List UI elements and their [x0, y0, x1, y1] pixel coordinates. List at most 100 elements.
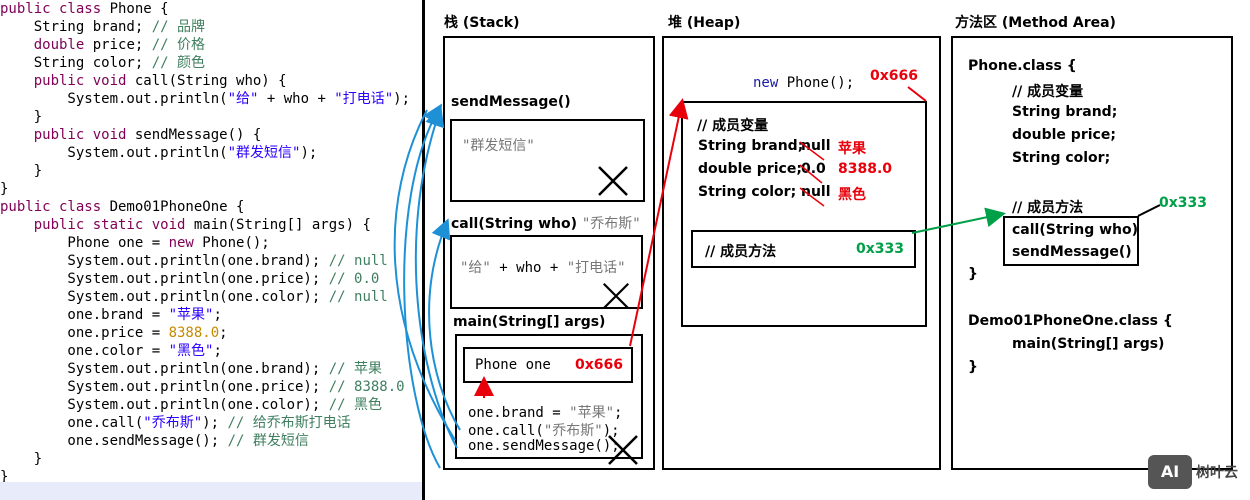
code-line: System.out.println(one.price); // 8388.0 [0, 378, 405, 396]
code-token: Phone { [109, 1, 169, 17]
popped-cross-icon [598, 166, 628, 196]
code-token: } [0, 163, 43, 179]
code-token: double [33, 37, 85, 53]
code-line: public static void main(String[] args) { [0, 216, 371, 234]
code-token [0, 127, 34, 143]
call-frame: "给" + who + "打电话" [450, 235, 643, 310]
code-token: // null [328, 289, 388, 305]
ma-field-brand: String brand; [1012, 104, 1118, 120]
phone-one-variable: Phone one 0x666 [463, 347, 633, 383]
code-token: // 8388.0 [328, 379, 405, 395]
code-line: System.out.println(one.brand); // 苹果 [0, 360, 382, 378]
code-token: System.out.println(one.price); [0, 271, 329, 287]
phone-object: // 成员变量 String brand; null 苹果 double pri… [681, 101, 927, 327]
heap-methods-address: 0x333 [856, 241, 904, 257]
code-token: public void [33, 127, 127, 143]
code-line: } [0, 180, 8, 198]
code-token: System.out.println(one.brand); [0, 361, 329, 377]
send-frame-label: sendMessage() [451, 94, 571, 110]
main-frame-label: main(String[] args) [453, 314, 606, 330]
heap-fields-comment: // 成员变量 [697, 118, 769, 134]
heap-field-brand-old: null [801, 138, 831, 154]
code-token: System.out.println( [0, 91, 228, 107]
call-frame-label: call(String who) "乔布斯" [451, 216, 641, 232]
code-token: // 品牌 [151, 19, 206, 35]
code-line: String brand; // 品牌 [0, 18, 205, 36]
code-token: price; [84, 37, 152, 53]
code-token: // 0.0 [328, 271, 380, 287]
ma-methods-address: 0x333 [1159, 195, 1207, 211]
popped-cross-icon [602, 282, 630, 310]
phone-class-label: Phone.class { [968, 58, 1077, 74]
code-token: // 价格 [151, 37, 206, 53]
method-area [951, 36, 1233, 470]
demo-main-method: main(String[] args) [1012, 336, 1165, 352]
code-token [0, 73, 34, 89]
heap-field-color-new: 黑色 [838, 187, 866, 203]
code-token: // 给乔布斯打电话 [227, 415, 351, 431]
demo-class-close: } [968, 359, 978, 375]
code-token: public void [33, 73, 127, 89]
phone-class-close: } [968, 266, 978, 282]
code-line: } [0, 450, 42, 468]
heap-field-price-old: 0.0 [801, 161, 826, 177]
code-token: String brand; [0, 19, 152, 35]
code-token: ); [393, 91, 411, 107]
heap-methods-comment: // 成员方法 [705, 244, 777, 260]
main-line-call: one.call("乔布斯"); [468, 423, 620, 439]
heap-field-brand-new: 苹果 [838, 141, 866, 157]
code-line: System.out.println(one.color); // null [0, 288, 388, 306]
code-token: } [0, 109, 43, 125]
heap-field-color: String color; [698, 184, 797, 200]
code-line: System.out.println(one.brand); // null [0, 252, 387, 270]
code-token: Phone(); [193, 235, 270, 251]
code-token: "苹果" [168, 307, 214, 323]
code-token: String color; [0, 55, 152, 71]
code-token [0, 37, 34, 53]
code-token: ; [213, 343, 222, 359]
code-token: ); [202, 415, 228, 431]
code-line: } [0, 108, 42, 126]
code-token: one.call( [0, 415, 144, 431]
code-token: Demo01PhoneOne { [109, 199, 245, 215]
code-token: one.color = [0, 343, 169, 359]
main-line-brand: one.brand = "苹果"; [468, 405, 623, 421]
code-token: 8388.0 [168, 325, 220, 341]
code-token: System.out.println( [0, 145, 228, 161]
code-scrollbar[interactable] [0, 482, 425, 500]
code-line: System.out.println("群发短信"); [0, 144, 317, 162]
main-line-send: one.sendMessage(); [468, 438, 620, 454]
watermark-logo: AI [1148, 455, 1192, 489]
code-token: "打电话" [334, 91, 394, 107]
code-token: System.out.println(one.color); [0, 289, 329, 305]
ma-methods-comment: // 成员方法 [1012, 200, 1084, 216]
code-token: // 黑色 [328, 397, 383, 413]
code-token: // 群发短信 [227, 433, 309, 449]
code-line: one.color = "黑色"; [0, 342, 222, 360]
code-token: "群发短信" [227, 145, 301, 161]
heap-field-price: double price; [698, 161, 802, 177]
code-line: one.sendMessage(); // 群发短信 [0, 432, 309, 450]
heap-title: 堆 (Heap) [668, 15, 741, 31]
heap-object-address: 0x666 [870, 68, 918, 84]
panel-divider [422, 0, 425, 500]
heap-field-brand: String brand; [698, 138, 804, 154]
popped-cross-icon [608, 435, 638, 465]
code-token: } [0, 469, 9, 485]
code-line: one.price = 8388.0; [0, 324, 227, 342]
ma-method-send: sendMessage() [1012, 244, 1132, 260]
code-line: Phone one = new Phone(); [0, 234, 270, 252]
code-line: public void call(String who) { [0, 72, 287, 90]
code-line: double price; // 价格 [0, 36, 205, 54]
code-token: System.out.println(one.price); [0, 379, 329, 395]
code-token: main(String[] args) { [185, 217, 371, 233]
code-token: ; [213, 307, 222, 323]
phone-var-address: 0x666 [575, 357, 623, 373]
code-token: public class [0, 1, 110, 17]
code-token [0, 217, 34, 233]
ma-field-color: String color; [1012, 150, 1111, 166]
code-token: public class [0, 199, 110, 215]
code-token: one.sendMessage(); [0, 433, 228, 449]
heap-new-expression: new Phone(); [753, 75, 855, 91]
code-token: + who + [258, 91, 335, 107]
